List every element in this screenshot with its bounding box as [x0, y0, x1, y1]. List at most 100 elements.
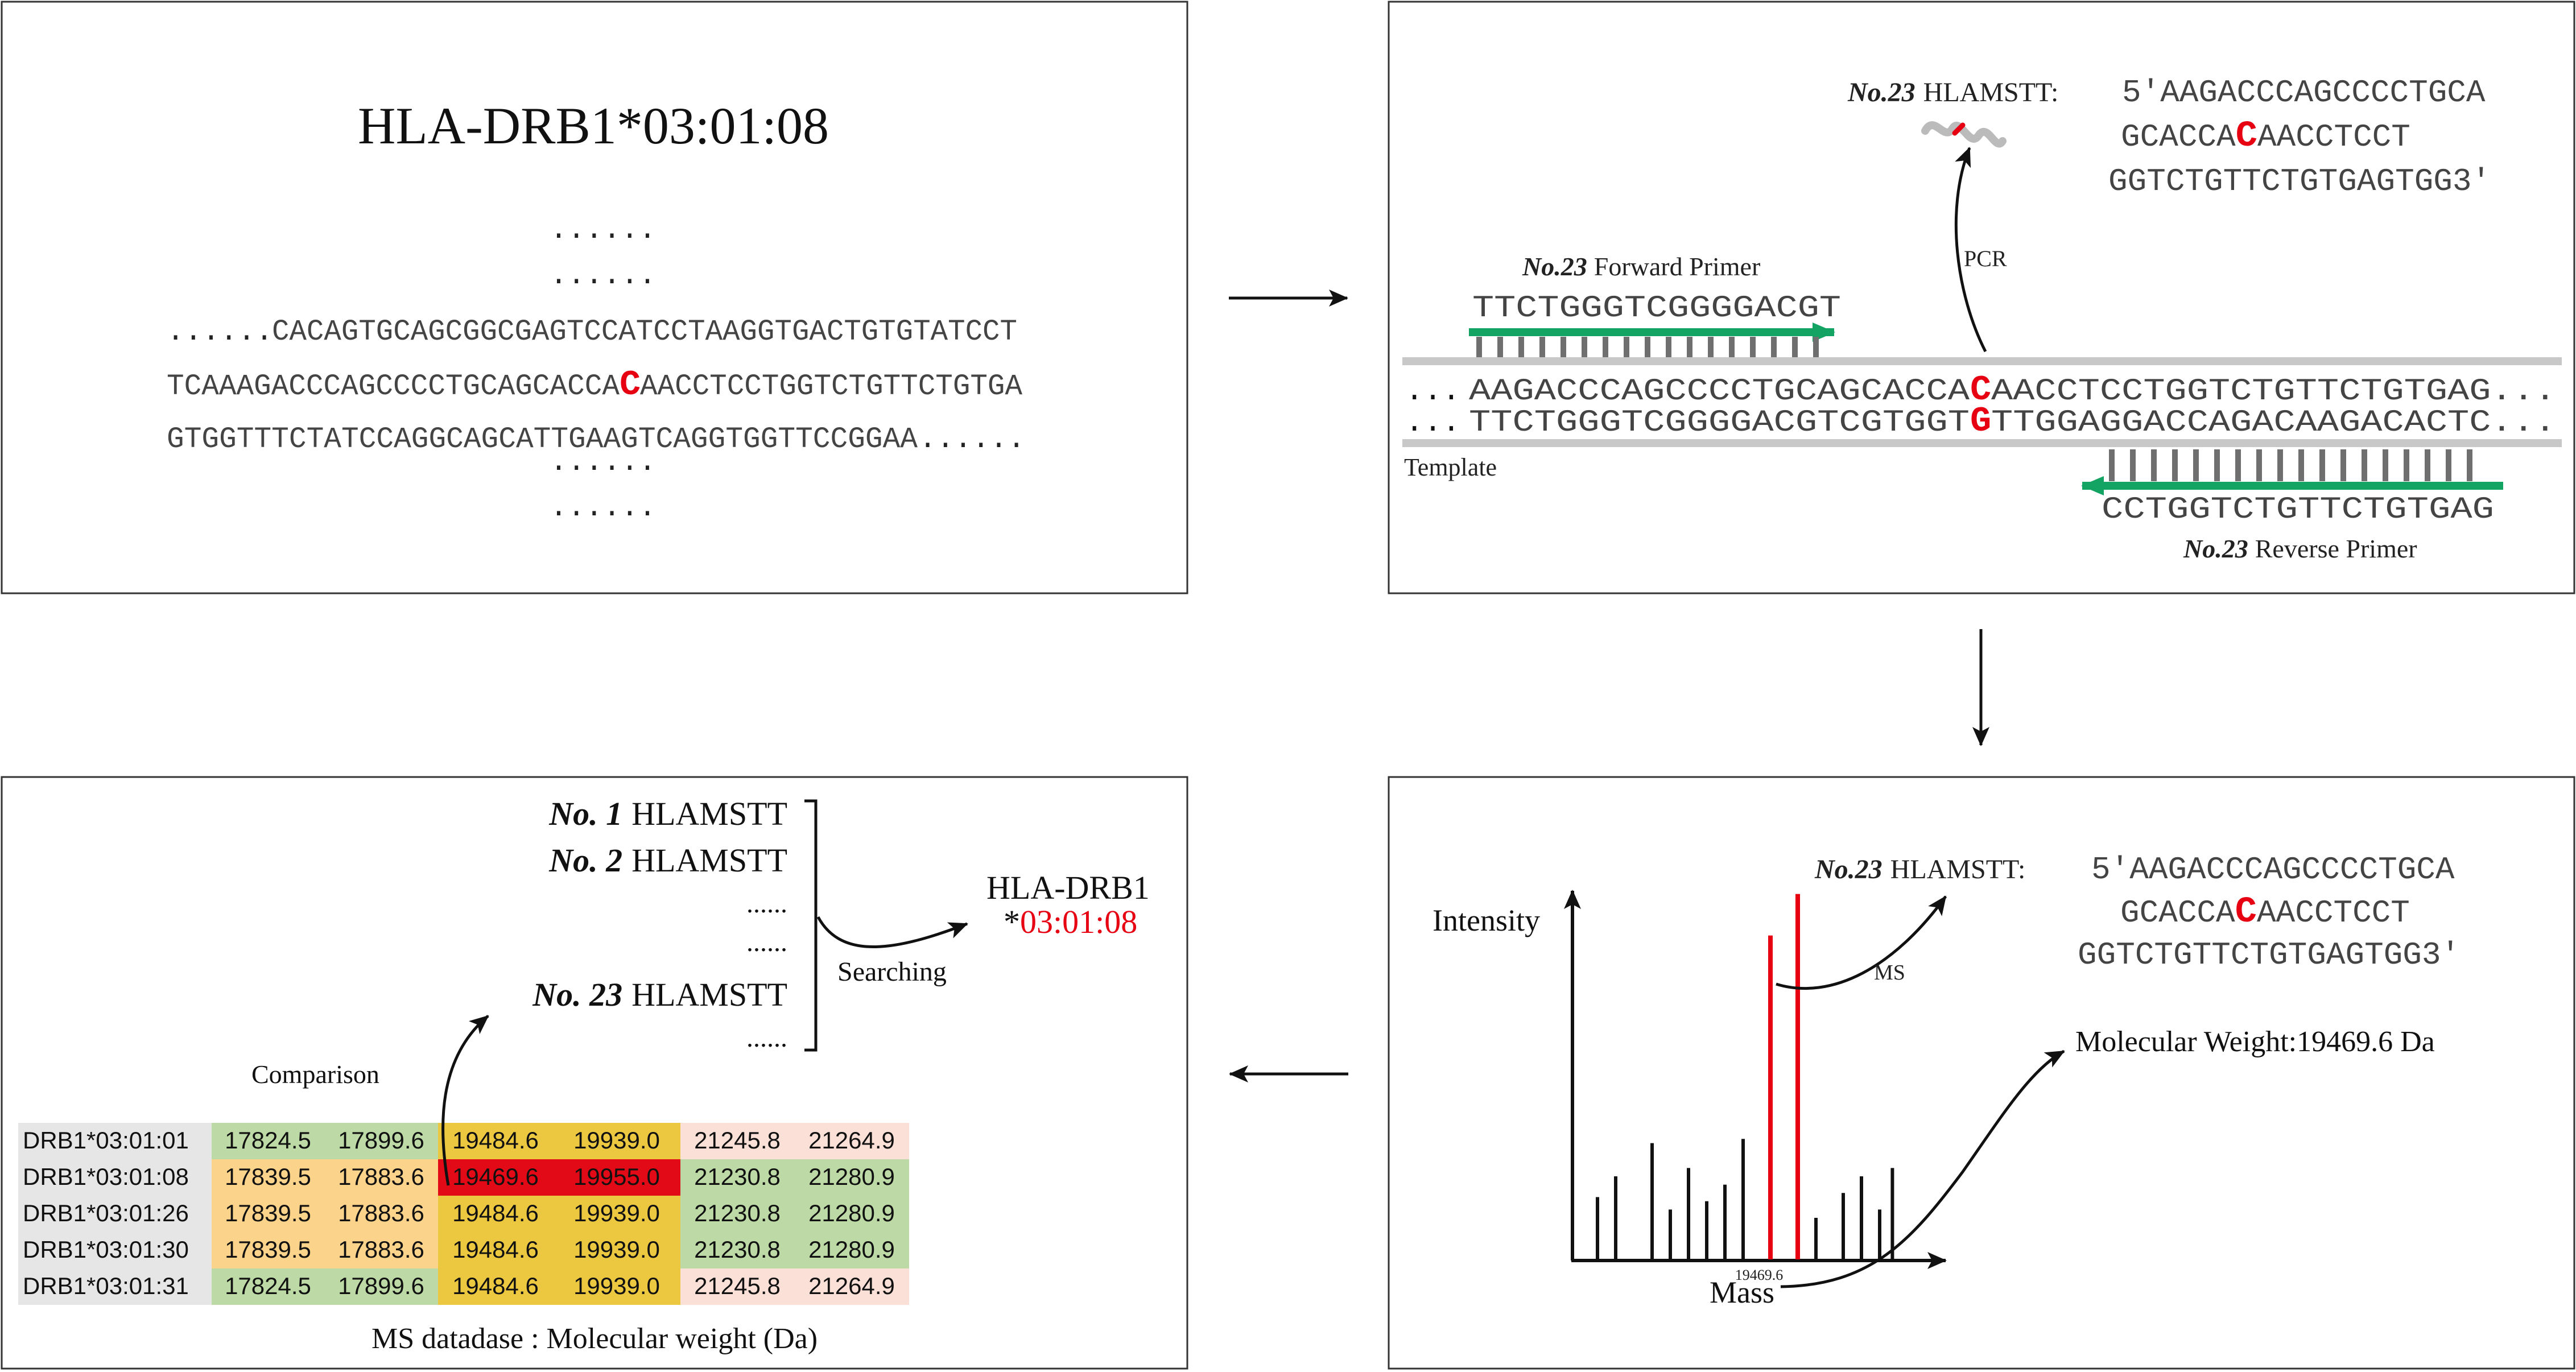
sequence-line-2: TCAAAGACCCAGCCCCTGCAGCACCACAACCTCCTGGTCT… [167, 365, 1023, 405]
table-allele-name: DRB1*03:01:31 [23, 1272, 189, 1299]
weight-arrow [1780, 1049, 2065, 1288]
ellipsis-dots: ...... [550, 445, 656, 479]
table-allele-cell [18, 1232, 212, 1268]
table-cell [794, 1232, 909, 1268]
table-allele-name: DRB1*03:01:26 [23, 1200, 189, 1226]
primer-name: Forward Primer [1594, 252, 1761, 281]
template-top-strand-bar [1402, 357, 2562, 365]
allele-title: HLA-DRB1*03:01:08 [358, 97, 829, 155]
x-axis-label: Mass [1710, 1275, 1774, 1309]
list-item-number: No. 2 [548, 842, 622, 879]
primer-bond-tick [2235, 449, 2241, 481]
sequence-text: TCAAAGACCCAGCCCCTGCAGCACCA [167, 370, 620, 403]
primer-bond-tick [2298, 449, 2304, 481]
list-ellipsis: ...... [746, 1023, 787, 1053]
sequence-text: AACCTCCTGGTCTGTTCTGTGA [640, 370, 1023, 403]
product-sequence-1: 5′AAGACCCAGCCCCTGCA [2091, 852, 2455, 888]
table-allele-cell [18, 1196, 212, 1232]
primer-bond-tick [1750, 337, 1756, 358]
primer-bond-tick [2256, 449, 2262, 481]
mutation-base: C [1970, 370, 1991, 410]
list-item-number: No. 23 [532, 976, 622, 1013]
forward-primer-bonds [1476, 337, 1819, 358]
table-cell [438, 1196, 553, 1232]
primer-bond-tick [1518, 337, 1524, 358]
list-item-name: HLAMSTT [631, 795, 787, 832]
table-cell-value: 21264.9 [808, 1272, 895, 1299]
molecular-weight: Molecular Weight:19469.6 Da [2075, 1026, 2435, 1058]
ellipsis-dots: ...... [550, 259, 656, 292]
primer-bond-tick [2130, 449, 2136, 481]
table-cell [324, 1159, 438, 1196]
table-cell [794, 1123, 909, 1159]
table-cell [212, 1196, 324, 1232]
primer-bond-tick [2319, 449, 2325, 481]
primer-bond-tick [2425, 449, 2430, 481]
template-top-strand: ...AAGACCCAGCCCCTGCAGCACCACAACCTCCTGGTCT… [1405, 370, 2556, 410]
amplicon-squiggle [1921, 121, 2007, 148]
mutation-base: C [620, 365, 641, 405]
list-item-number: No. 1 [548, 795, 622, 832]
ms-arrow [1776, 895, 1947, 990]
table-cell [553, 1196, 680, 1232]
product-sequence-1: 5′AAGACCCAGCCCCTGCA [2122, 75, 2486, 111]
result-star: * [1004, 903, 1020, 940]
table-cell [553, 1232, 680, 1268]
table-cell [680, 1268, 794, 1305]
result-allele-code: 03:01:08 [1020, 903, 1137, 940]
sequence-text: TTGGAGGACCAGACAAGACACTC... [1991, 406, 2556, 440]
primer-bond-tick [2214, 449, 2220, 481]
primer-bond-tick [2404, 449, 2409, 481]
list-ellipsis: ...... [746, 889, 787, 919]
table-cell [212, 1232, 324, 1268]
search-arrow [816, 916, 968, 948]
product-name: HLAMSTT: [1890, 854, 2026, 885]
table-allele-cell [18, 1159, 212, 1196]
table-cell [324, 1196, 438, 1232]
ellipsis-dots: ...... [550, 491, 656, 524]
table-cell-value: 17824.5 [225, 1272, 311, 1299]
table-cell-value: 21280.9 [808, 1200, 895, 1226]
table-cell-value: 17883.6 [338, 1163, 424, 1190]
table-cell-value: 17899.6 [338, 1127, 424, 1154]
amplicon-mutation-mark [1952, 122, 1966, 136]
product-sequence-2: GCACCACAACCTCCT [2120, 892, 2410, 933]
table-cell-value: 17839.5 [225, 1236, 311, 1263]
primer-bond-tick [1813, 337, 1819, 358]
table-cell [680, 1123, 794, 1159]
ms-label: MS [1874, 961, 1905, 985]
table-cell [680, 1232, 794, 1268]
table-cell-value: 21280.9 [808, 1163, 895, 1190]
table-cell-value: 21230.8 [694, 1236, 781, 1263]
table-allele-cell [18, 1123, 212, 1159]
spectrum-peaks [1596, 894, 1894, 1259]
panel-1-frame [1, 1, 1188, 594]
primer-bond-tick [1687, 337, 1692, 358]
table-cell-value: 19484.6 [452, 1236, 539, 1263]
y-axis-label: Intensity [1433, 903, 1540, 937]
table-cell-value: 17883.6 [338, 1200, 424, 1226]
table-cell-value: 21280.9 [808, 1236, 895, 1263]
primer-bond-tick [1539, 337, 1545, 358]
table-cell-value: 19484.6 [452, 1200, 539, 1226]
table-cell-value: 17883.6 [338, 1236, 424, 1263]
table-cell-value: 17899.6 [338, 1272, 424, 1299]
table-cell [324, 1268, 438, 1305]
template-bottom-strand-bar [1402, 439, 2562, 447]
sequence-ellipsis: ... [1405, 374, 1460, 409]
list-ellipsis: ...... [746, 927, 787, 957]
primer-bond-tick [2467, 449, 2472, 481]
result-allele: *03:01:08 [1004, 903, 1137, 940]
template-label: Template [1404, 453, 1497, 481]
product-sequence-2: GCACCACAACCTCCT [2121, 116, 2410, 157]
sequence-text: AACCTCCT [2257, 895, 2410, 931]
mutation-base: C [2235, 892, 2257, 933]
